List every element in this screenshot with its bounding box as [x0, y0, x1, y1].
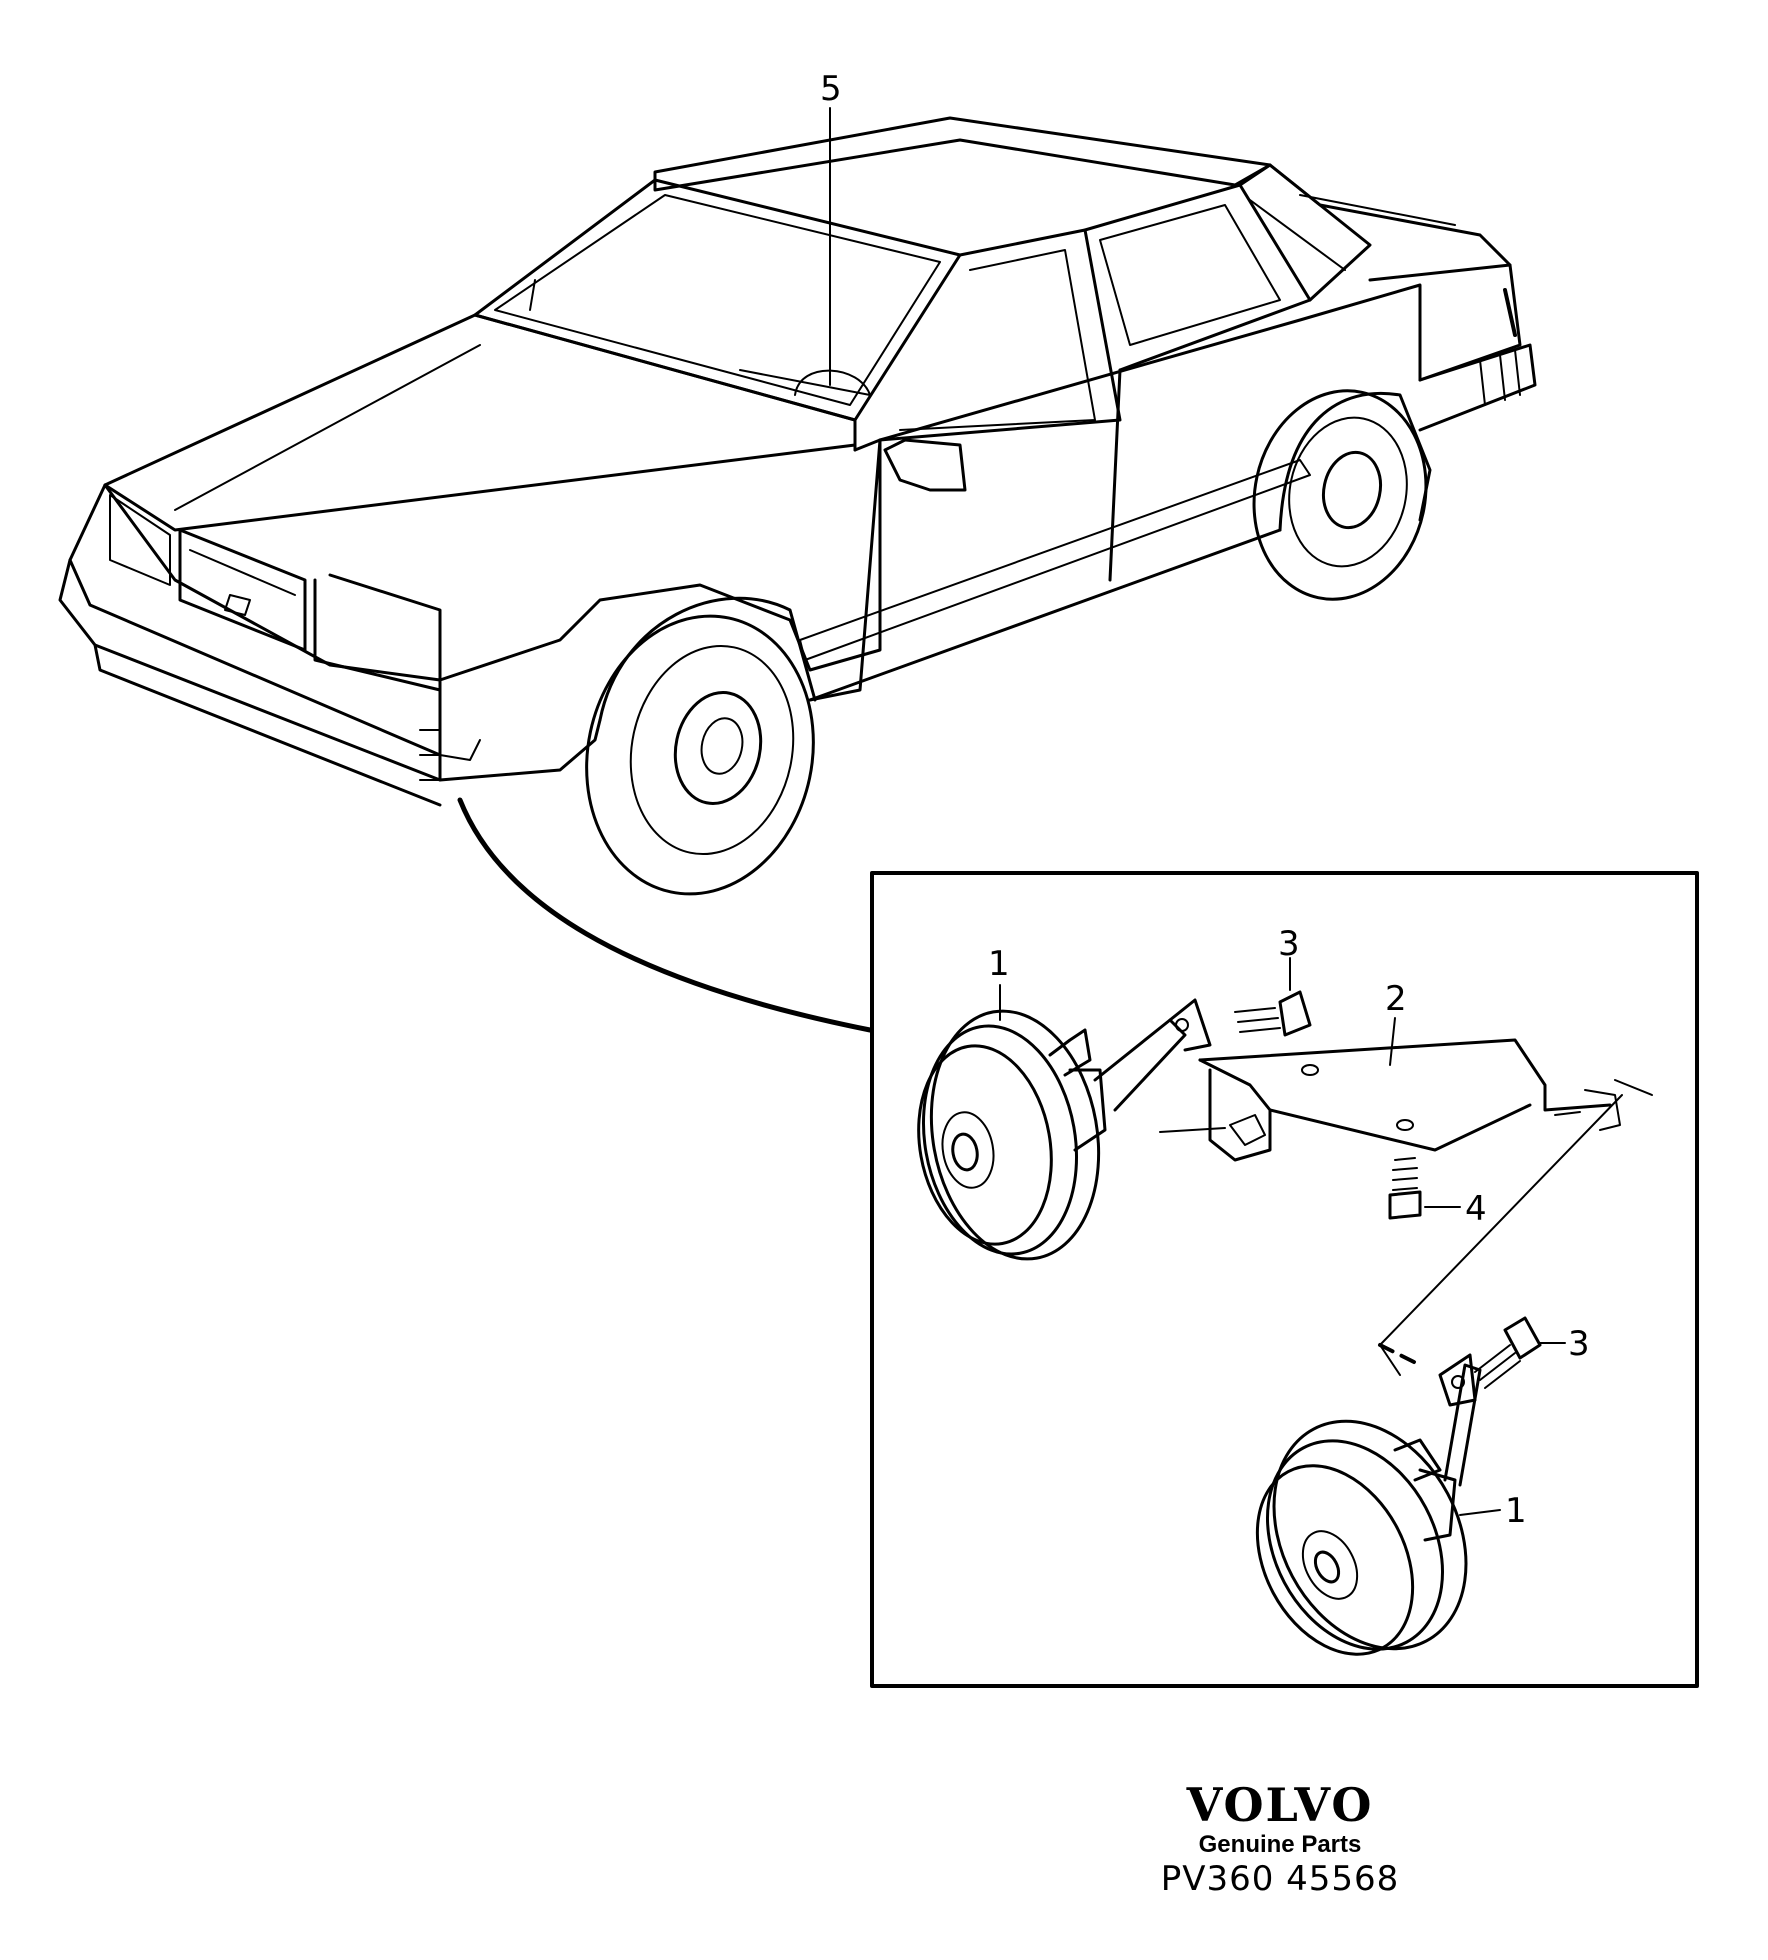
callout-1-lower: 1	[1505, 1491, 1527, 1531]
horn-wire	[457, 797, 873, 1033]
bracket	[1159, 1017, 1621, 1162]
callout-1-upper: 1	[988, 944, 1010, 984]
callout-3-upper: 3	[1278, 924, 1300, 964]
bolt-lower-bracket	[1388, 1157, 1461, 1220]
callout-4: 4	[1465, 1189, 1487, 1229]
volvo-logo: VOLVO	[1186, 1778, 1374, 1832]
inset-frame	[870, 871, 1699, 1688]
bolt-lower-horn	[1474, 1316, 1566, 1389]
car-illustration	[58, 116, 1537, 896]
callout-5: 5	[820, 69, 842, 109]
callout-3-lower: 3	[1568, 1324, 1590, 1364]
brand-block: VOLVO Genuine Parts PV360 45568	[1140, 1780, 1420, 1898]
horn-lower	[1255, 1353, 1501, 1656]
bolt-upper	[1234, 957, 1312, 1037]
horn-upper	[917, 998, 1212, 1261]
brand-subtitle: Genuine Parts	[1198, 1831, 1362, 1858]
part-code: PV360 45568	[1160, 1859, 1400, 1899]
callout-2: 2	[1385, 979, 1407, 1019]
